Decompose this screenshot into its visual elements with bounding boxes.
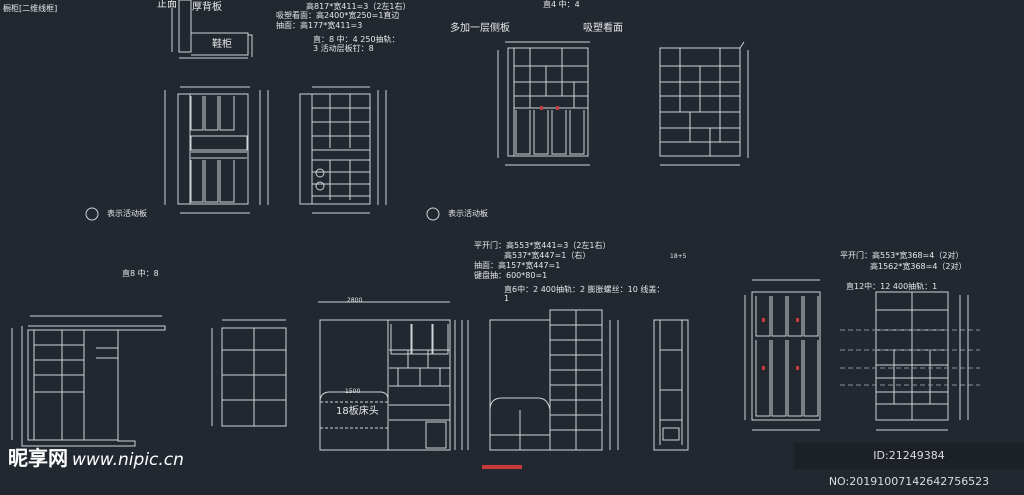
note-mid-top: 直4 中：4 bbox=[543, 0, 580, 9]
cad-drawing-canvas[interactable] bbox=[0, 0, 1024, 474]
legend-movable-shelf-2: 表示活动板 bbox=[448, 209, 488, 218]
cabinet-section-view bbox=[299, 86, 387, 214]
label-blister-face: 吸塑看面 bbox=[583, 23, 623, 34]
bed-cabinet-elevation bbox=[318, 301, 469, 451]
right-wardrobe-elevation bbox=[744, 279, 821, 431]
note-hardware: 直：8 中：4 250抽轨： bbox=[313, 35, 400, 44]
right-wardrobe-section bbox=[840, 291, 980, 431]
note-left-bottom: 直8 中：8 bbox=[122, 269, 159, 278]
legend-movable-shelf-1: 表示活动板 bbox=[107, 209, 147, 218]
note-drawer: 抽面：高177*宽411=3 bbox=[276, 21, 363, 30]
narrow-cabinet-elevation bbox=[653, 319, 689, 451]
note-mid-hardware: 直6中：2 400抽轨：2 膨胀螺丝：10 线盖： bbox=[504, 285, 665, 294]
red-markers bbox=[482, 106, 799, 469]
note-mid-hardware-2: 1 bbox=[504, 294, 510, 303]
id-badge: ID:21249384 NO:20191007142642756523 bbox=[794, 443, 1024, 488]
note-doors: 高817*宽411=3（2左1右） bbox=[306, 2, 411, 11]
shoe-cabinet-section bbox=[171, 0, 253, 59]
note-small: 18+5 bbox=[670, 253, 687, 260]
note-door-1: 平开门：高553*宽441=3（2左1右） bbox=[474, 241, 611, 250]
desk-elevation bbox=[11, 315, 166, 447]
note-right-hardware: 直12中：12 400抽轨：1 bbox=[846, 282, 938, 291]
dim-2800: 2800 bbox=[347, 297, 363, 304]
note-drawer-face: 抽面：高157*宽447=1 bbox=[474, 261, 561, 270]
note-right-door-1: 平开门：高553*宽368=4（2对） bbox=[840, 251, 964, 260]
note-shelf-pins: 3 活动层板钉：8 bbox=[313, 44, 374, 53]
cabinet-front-elevation bbox=[164, 86, 269, 214]
note-keyboard-drawer: 键盘抽：600*80=1 bbox=[474, 271, 548, 280]
label-back-panel: 厚背板 bbox=[192, 2, 222, 13]
note-blister: 吸塑看面：高2400*宽250=1直边 bbox=[276, 11, 400, 20]
label-shoe-cabinet: 鞋柜 bbox=[212, 39, 232, 50]
movable-shelf-legend-circle-2 bbox=[426, 207, 440, 221]
label-extra-side-panel: 多加一层侧板 bbox=[450, 23, 510, 34]
drawing-title: 橱柜[二维线框] bbox=[3, 4, 58, 13]
wardrobe-section-1 bbox=[659, 41, 749, 166]
label-front: 正面 bbox=[157, 0, 177, 10]
watermark-logo-text: 昵享网 bbox=[8, 446, 68, 470]
bed-cabinet-section bbox=[489, 309, 619, 451]
note-right-door-2: 高1562*宽368=4（2对） bbox=[870, 262, 967, 271]
dim-1500: 1500 bbox=[345, 388, 361, 395]
label-bed-head: 18板床头 bbox=[336, 406, 379, 417]
note-door-2: 高537*宽447=1（右） bbox=[504, 251, 591, 260]
bookcase-elevation bbox=[211, 319, 287, 427]
watermark-url: www.nipic.cn bbox=[72, 450, 184, 470]
movable-shelf-legend-circle-1 bbox=[85, 207, 99, 221]
wardrobe-elevation-1 bbox=[497, 41, 590, 166]
